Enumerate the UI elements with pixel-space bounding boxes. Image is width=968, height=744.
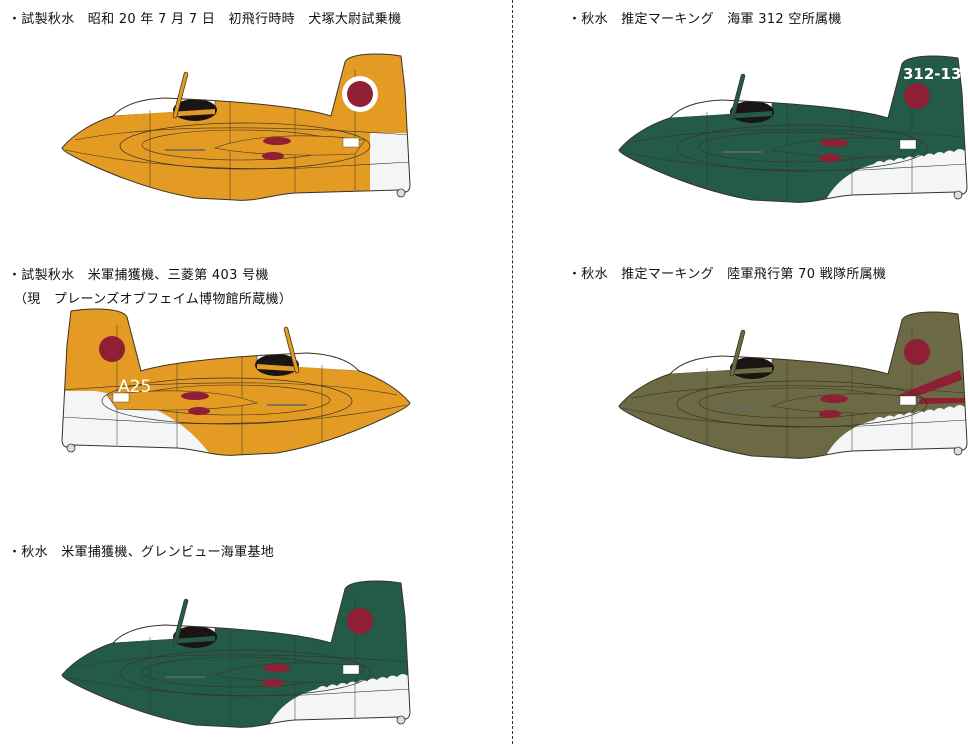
antenna-mast (284, 327, 299, 373)
stencil-data-plate (342, 137, 360, 148)
panel-line (62, 382, 398, 396)
antenna-mast (173, 599, 188, 645)
fin-hinomaru (99, 336, 125, 362)
wing-hinomaru-lower (819, 154, 841, 162)
aircraft-profile-4 (618, 55, 968, 203)
stencil-data-plate (112, 392, 130, 403)
profile-5-caption: ・秋水 推定マーキング 陸軍飛行第 70 戦隊所属機 (568, 267, 887, 282)
wing-hinomaru-lower (819, 410, 841, 418)
wing-hinomaru-lower (188, 407, 210, 415)
stencil-data-plate (899, 395, 917, 406)
profile-2-caption: ・試製秋水 米軍捕獲機、三菱第 403 号機 (8, 268, 269, 283)
wing-outline (101, 377, 353, 425)
panel-line (631, 129, 967, 143)
profile-4-caption: ・秋水 推定マーキング 海軍 312 空所属機 (568, 12, 842, 27)
fuselage-outline (61, 308, 411, 456)
fuselage-outline (618, 55, 968, 203)
fin-hinomaru (904, 83, 930, 109)
antenna-mast (730, 330, 745, 376)
wing (213, 135, 366, 156)
wing-hinomaru-upper (820, 395, 848, 403)
aircraft-profile-1 (61, 53, 411, 201)
stencil-data-plate (899, 139, 917, 150)
fuselage-outline (61, 53, 411, 201)
profile-3-caption: ・秋水 米軍捕獲機、グレンビュー海軍基地 (8, 545, 275, 560)
fin-hinomaru (347, 608, 373, 634)
fin-hinomaru (904, 339, 930, 365)
wing-hinomaru-upper (820, 139, 848, 147)
fuselage-outline (61, 580, 411, 728)
canopy-sill (668, 111, 772, 122)
stencil-data-plate (342, 664, 360, 675)
panel-line (74, 127, 410, 141)
tail-wheel (396, 715, 406, 725)
tail-wheel (66, 443, 76, 453)
tail-wheel (953, 446, 963, 456)
wing-hinomaru-upper (263, 137, 291, 145)
aircraft-profile-2 (61, 308, 411, 456)
panel-line (631, 385, 967, 399)
tail-wheel (953, 190, 963, 200)
wing (106, 390, 259, 411)
wing-hinomaru-upper (263, 664, 291, 672)
wing (770, 137, 923, 158)
wing (770, 393, 923, 414)
wing (213, 662, 366, 683)
canopy-sill (668, 367, 772, 378)
profile-1-caption: ・試製秋水 昭和 20 年 7 月 7 日 初飛行時時 犬塚大尉試乗機 (8, 12, 402, 27)
wing-outline (119, 649, 371, 697)
underside-white (370, 133, 410, 201)
wing-hinomaru-upper (181, 392, 209, 400)
wing-outline (676, 380, 928, 428)
antenna-mast (730, 74, 745, 120)
wing-outline (119, 122, 371, 170)
aircraft-profile-5 (618, 311, 968, 459)
canopy-sill (111, 109, 215, 120)
fuselage-code: A25 (118, 377, 151, 397)
wing-hinomaru-lower (262, 152, 284, 160)
fuselage (62, 54, 410, 201)
wing-hinomaru-lower (262, 679, 284, 687)
center-divider (512, 0, 513, 744)
profile-2-caption-note: （現 プレーンズオブフェイム博物館所蔵機） (14, 292, 293, 307)
underside-white (62, 391, 212, 456)
canopy-sill (257, 364, 361, 375)
fuselage-outline (618, 311, 968, 459)
wing-outline (676, 124, 928, 172)
tail-code: 312-132 (903, 65, 968, 83)
antenna-mast (173, 72, 188, 118)
panel-line (74, 654, 410, 668)
fin-hinomaru (347, 81, 373, 107)
aircraft-profile-3 (61, 580, 411, 728)
canopy-sill (111, 636, 215, 647)
tail-wheel (396, 188, 406, 198)
